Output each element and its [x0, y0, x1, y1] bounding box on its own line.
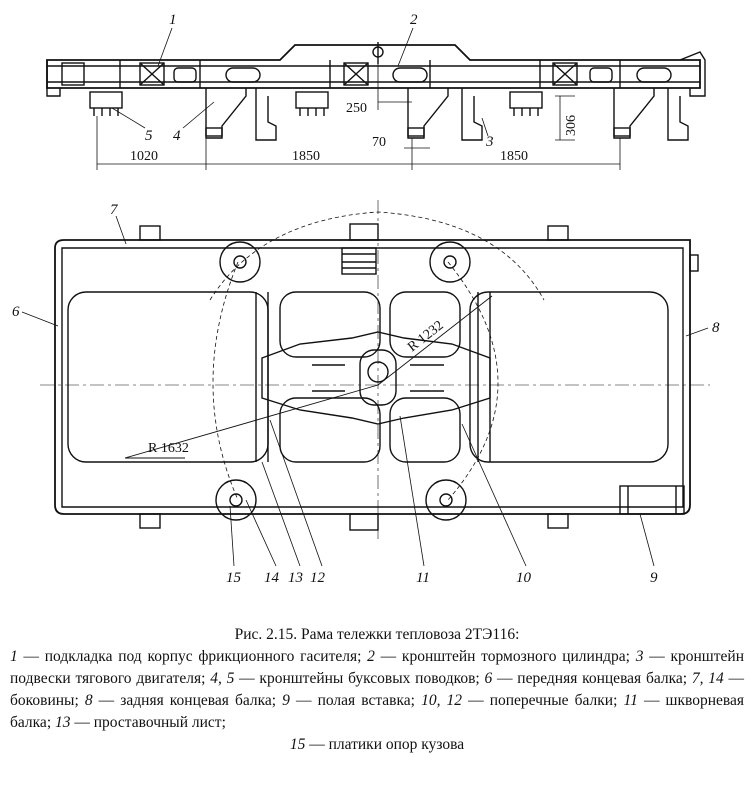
legend-last-entry: 15 — платики опор кузова [10, 734, 744, 756]
legend-num: 3 [635, 648, 644, 665]
legend-text: — передняя концевая балка; [492, 670, 692, 687]
legend-num: 2 [367, 648, 375, 665]
dim-1850-left: 1850 [292, 149, 320, 164]
dim-r1632: R 1632 [148, 441, 189, 456]
legend-num: 15 [289, 736, 306, 753]
label-1: 1 [169, 12, 177, 28]
dim-250: 250 [346, 101, 367, 116]
dim-306: 306 [564, 115, 579, 136]
label-13: 13 [288, 570, 303, 586]
legend-text: — платики опор кузова [305, 736, 465, 753]
label-2: 2 [410, 12, 418, 28]
dim-1020: 1020 [130, 149, 158, 164]
label-12: 12 [310, 570, 326, 586]
figure-caption: Рис. 2.15. Рама тележки тепловоза 2ТЭ116… [10, 624, 744, 756]
label-3: 3 [485, 134, 494, 150]
legend-text: — шкворневая балка; [10, 692, 744, 731]
label-10: 10 [516, 570, 532, 586]
legend-text: — проставочный лист; [70, 714, 226, 731]
legend-text: — полая вставка; [289, 692, 422, 709]
dim-1850-right: 1850 [500, 149, 528, 164]
side-view [46, 42, 706, 170]
label-leaders [21, 27, 709, 567]
legend-entries: 1 — подкладка под корпус фрикционного га… [10, 648, 744, 731]
label-6: 6 [12, 304, 20, 320]
label-9: 9 [650, 570, 658, 586]
label-14: 14 [264, 570, 280, 586]
legend-text: — кронштейны буксовых поводков; [234, 670, 485, 687]
legend-text: — задняя концевая балка; [92, 692, 283, 709]
legend-num: 13 [55, 714, 71, 731]
legend-num: 8 [84, 692, 93, 709]
legend-num: 10, 12 [421, 692, 463, 709]
label-4: 4 [173, 128, 181, 144]
label-8: 8 [712, 320, 720, 336]
legend-num: 11 [623, 692, 638, 709]
legend-num: 1 [10, 648, 18, 665]
label-11: 11 [416, 570, 430, 586]
plan-view [40, 200, 710, 540]
legend-text: — кронштейн тормозного цилиндра; [374, 648, 636, 665]
legend-num: 7, 14 [691, 670, 724, 687]
label-15: 15 [226, 570, 242, 586]
legend-num: 4, 5 [210, 670, 235, 687]
label-5: 5 [145, 128, 153, 144]
legend-text: — кронштейн подвески тягового двигателя; [10, 648, 744, 687]
legend-text: — боковины; [10, 670, 744, 709]
dim-70: 70 [372, 135, 386, 150]
bogie-frame-drawing: 1020 1850 1850 250 70 306 R 1232 R 1632 … [12, 12, 720, 586]
caption-title: Рис. 2.15. Рама тележки тепловоза 2ТЭ116… [234, 626, 520, 643]
legend-num: 9 [282, 692, 290, 709]
legend-text: — подкладка под корпус фрикционного гаси… [17, 648, 368, 665]
label-7: 7 [110, 202, 119, 218]
legend-num: 6 [484, 670, 493, 687]
legend-text: — поперечные балки; [462, 692, 624, 709]
